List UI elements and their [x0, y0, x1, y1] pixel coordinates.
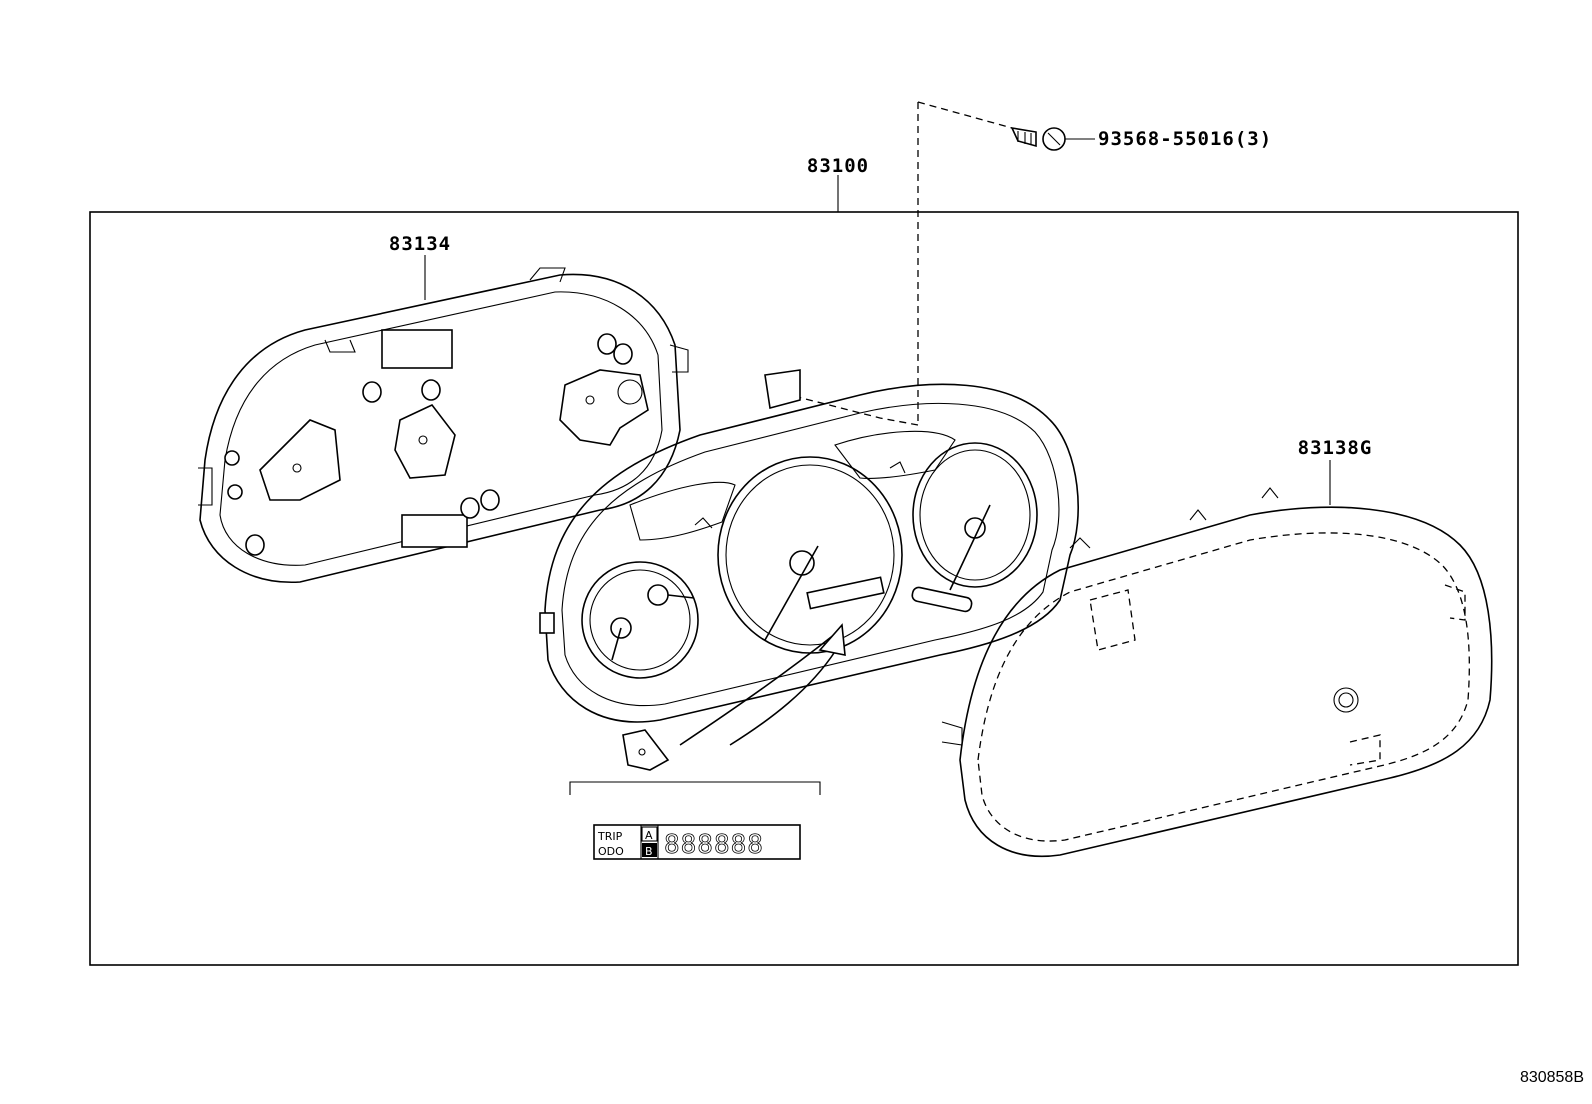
odometer-digits: 888888	[664, 830, 764, 860]
tachometer-gauge	[581, 561, 699, 679]
meter-glass-outline	[959, 506, 1493, 857]
back-housing-part	[198, 267, 689, 583]
fuel-temp-gauge	[912, 442, 1038, 588]
odometer-bracket	[569, 781, 821, 795]
odometer-odo-label: ODO	[598, 845, 624, 858]
callout-83100: 83100	[807, 155, 869, 177]
odometer-display: TRIP ODO A B 888888	[593, 824, 801, 860]
meter-glass-part	[941, 487, 1493, 857]
meter-body-part	[539, 369, 1079, 771]
detail-arrow-line	[679, 629, 841, 746]
meter-body-outline	[544, 383, 1079, 723]
detail-arrow-head	[818, 623, 846, 656]
odometer-button-a: A	[645, 829, 653, 842]
callout-83138G: 83138G	[1298, 437, 1373, 459]
figure-code: 830858B	[1520, 1069, 1584, 1086]
screw-part	[789, 101, 1095, 426]
screw-shank	[1010, 126, 1037, 148]
odometer-trip-label: TRIP	[597, 830, 623, 843]
back-housing-outline	[199, 273, 681, 583]
callout-83134: 83134	[389, 233, 451, 255]
assembly-frame	[89, 211, 1519, 966]
odometer-button-b: B	[645, 845, 653, 858]
callout-93568-55016: 93568-55016(3)	[1098, 128, 1272, 150]
